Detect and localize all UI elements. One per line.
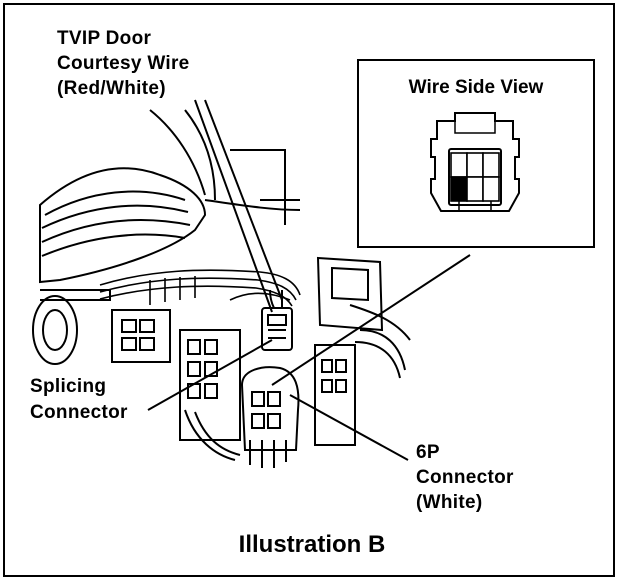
left-bracket: [32, 289, 111, 365]
splicing-connector-drawing: [261, 289, 293, 351]
wire-side-view-inset: Wire Side View: [357, 59, 595, 248]
cavity-2: [466, 152, 484, 178]
right-bracket: [314, 256, 411, 446]
sixp-label-line2: Connector: [416, 467, 514, 488]
tvip-label-line2: Courtesy Wire: [57, 53, 190, 74]
wire-harness: [99, 269, 301, 307]
tvip-leader: [194, 99, 273, 313]
inset-title: Wire Side View: [408, 77, 544, 98]
inset-leader: [271, 254, 471, 386]
cavity-1: [450, 152, 468, 178]
left-connector-block: [111, 309, 171, 363]
tvip-leader-2: [204, 99, 283, 301]
leader-lines: [147, 99, 471, 461]
figure-caption: Illustration B: [238, 531, 386, 558]
outer-frame: [3, 3, 615, 577]
cavity-4-highlighted: [450, 176, 468, 202]
cavity-6: [482, 176, 500, 202]
dash-panel: [39, 109, 301, 284]
connector-face-icon: [430, 112, 520, 212]
tvip-label-line1: TVIP Door: [57, 28, 152, 49]
cavity-5: [466, 176, 484, 202]
sixp-label-line1: 6P: [416, 442, 440, 463]
fuse-box: [179, 329, 241, 461]
sixp-connector-drawing: [240, 366, 300, 468]
splicing-leader: [147, 339, 273, 411]
splicing-label-line2: Connector: [30, 402, 128, 423]
sixp-leader: [289, 394, 409, 461]
splicing-label-line1: Splicing: [30, 376, 107, 397]
sixp-label-line3: (White): [416, 492, 483, 513]
cavity-3: [482, 152, 500, 178]
tvip-label-line3: (Red/White): [57, 78, 166, 99]
